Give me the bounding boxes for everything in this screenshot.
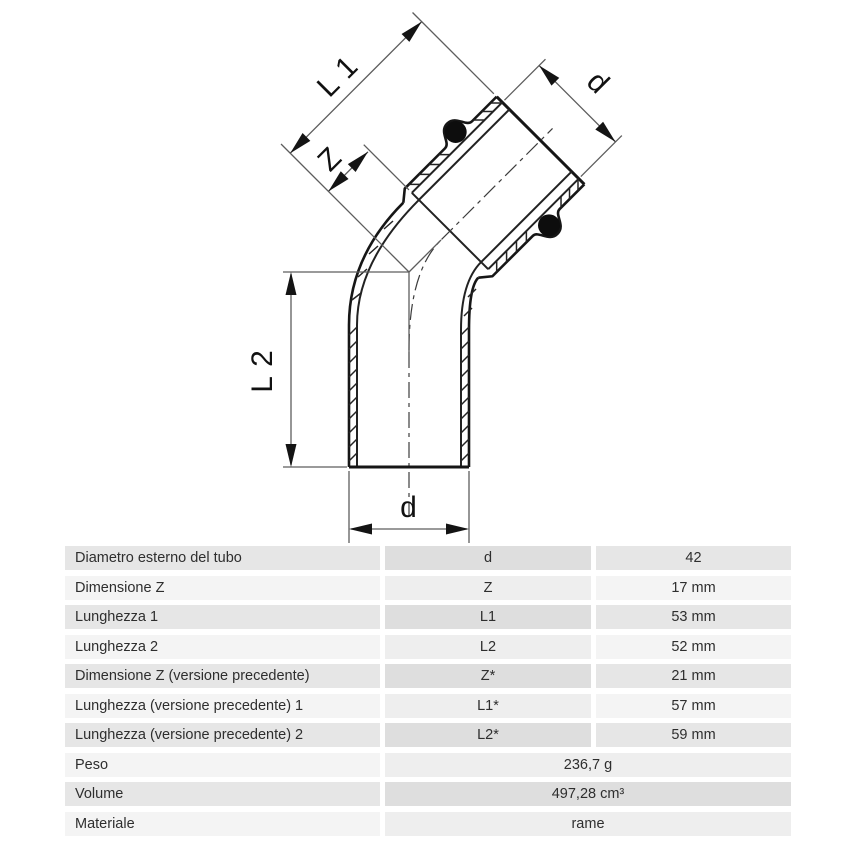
row-value: 57 mm bbox=[596, 693, 791, 718]
row-code: Z* bbox=[385, 664, 591, 688]
row-label: Dimensione Z (versione precedente) bbox=[65, 664, 380, 688]
table-row: Dimensione Z (versione precedente) Z* 21… bbox=[65, 664, 791, 688]
row-label: Volume bbox=[65, 782, 380, 806]
dimension-d-bottom: d bbox=[348, 471, 470, 543]
row-value: 497,28 cm³ bbox=[385, 782, 791, 806]
table-row: Volume 497,28 cm³ bbox=[65, 782, 791, 806]
label-z: Z bbox=[312, 141, 349, 178]
table-row: Diametro esterno del tubo d 42 bbox=[65, 546, 791, 570]
label-d-socket: d bbox=[580, 65, 616, 101]
press-socket bbox=[402, 95, 586, 279]
row-value: 52 mm bbox=[596, 634, 791, 659]
row-value: 236,7 g bbox=[385, 752, 791, 777]
o-ring-upper bbox=[444, 120, 467, 143]
row-value: rame bbox=[385, 811, 791, 836]
row-label: Lunghezza (versione precedente) 2 bbox=[65, 723, 380, 747]
spec-table: Diametro esterno del tubo d 42 Dimension… bbox=[65, 546, 791, 836]
row-label: Dimensione Z bbox=[65, 575, 380, 600]
dimension-l2: L 2 bbox=[246, 271, 409, 468]
o-ring-lower bbox=[538, 214, 561, 237]
dimension-d-socket: d bbox=[503, 58, 623, 178]
row-code: Z bbox=[385, 575, 591, 600]
row-value: 42 bbox=[596, 546, 791, 570]
row-code: d bbox=[385, 546, 591, 570]
table-row: Lunghezza (versione precedente) 1 L1* 57… bbox=[65, 693, 791, 718]
table-row: Lunghezza 1 L1 53 mm bbox=[65, 605, 791, 629]
label-l2: L 2 bbox=[246, 349, 279, 393]
hatch-right-wall bbox=[460, 288, 477, 462]
centerlines bbox=[408, 239, 442, 516]
fitting-body bbox=[347, 199, 482, 469]
row-label: Peso bbox=[65, 752, 380, 777]
table-row: Peso 236,7 g bbox=[65, 752, 791, 777]
technical-drawing: L 1 Z d L 2 bbox=[246, 12, 623, 543]
row-value: 53 mm bbox=[596, 605, 791, 629]
row-value: 21 mm bbox=[596, 664, 791, 688]
row-label: Materiale bbox=[65, 811, 380, 836]
row-value: 59 mm bbox=[596, 723, 791, 747]
label-d-bottom: d bbox=[400, 491, 418, 524]
hatch-socket bbox=[409, 102, 579, 272]
label-l1: L 1 bbox=[311, 49, 365, 103]
hatch-left-wall bbox=[348, 220, 394, 462]
row-label: Diametro esterno del tubo bbox=[65, 546, 380, 570]
row-code: L1 bbox=[385, 605, 591, 629]
row-label: Lunghezza 1 bbox=[65, 605, 380, 629]
row-code: L2* bbox=[385, 723, 591, 747]
dimension-l1: L 1 bbox=[280, 12, 495, 273]
table-row: Dimensione Z Z 17 mm bbox=[65, 575, 791, 600]
row-code: L2 bbox=[385, 634, 591, 659]
table-row: Lunghezza 2 L2 52 mm bbox=[65, 634, 791, 659]
row-code: L1* bbox=[385, 693, 591, 718]
table-row: Materiale rame bbox=[65, 811, 791, 836]
row-value: 17 mm bbox=[596, 575, 791, 600]
row-label: Lunghezza (versione precedente) 1 bbox=[65, 693, 380, 718]
table-row: Lunghezza (versione precedente) 2 L2* 59… bbox=[65, 723, 791, 747]
row-label: Lunghezza 2 bbox=[65, 634, 380, 659]
